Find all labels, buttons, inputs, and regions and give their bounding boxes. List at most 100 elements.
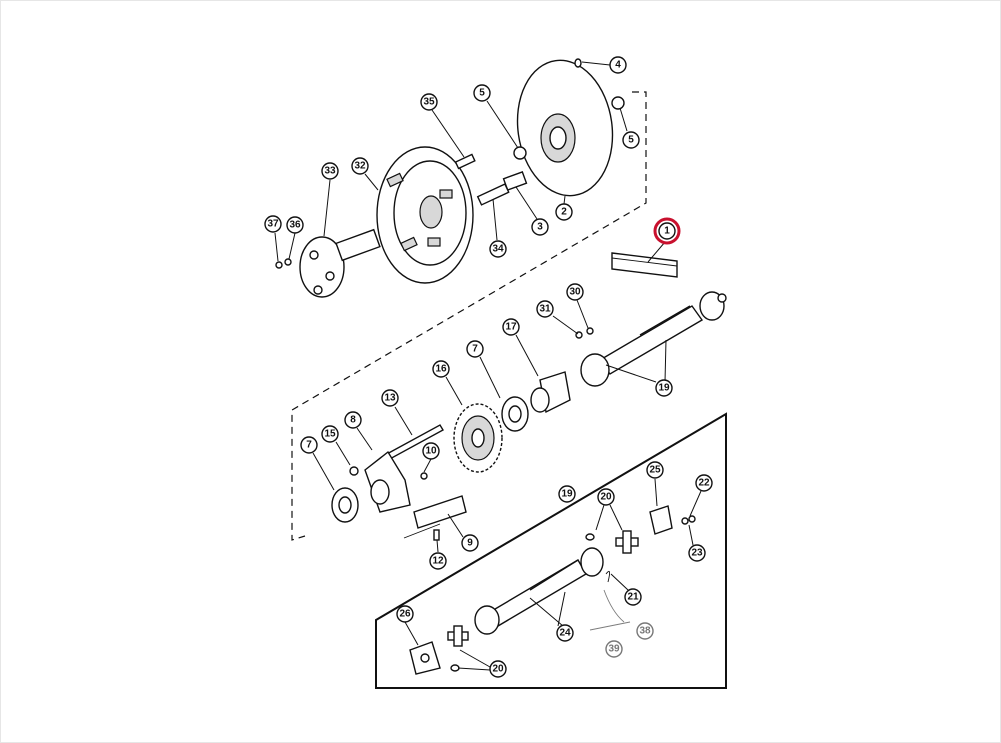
universal-joint-cross-part [447,625,469,647]
svg-text:19: 19 [658,383,670,394]
callout-38: 38 [636,622,654,640]
svg-text:8: 8 [350,415,356,426]
callout-10: 10 [422,442,440,460]
sprocket-plate-part [376,146,474,284]
svg-text:4: 4 [615,60,621,71]
callout-3: 3 [531,218,549,236]
svg-text:2: 2 [561,207,567,218]
flange-yoke-part [409,641,441,675]
callout-39: 39 [605,640,623,658]
svg-text:17: 17 [505,322,517,333]
callout-7: 7 [466,340,484,358]
washer-part [688,515,696,523]
svg-text:15: 15 [324,429,336,440]
pin-part [476,183,510,206]
callout-37: 37 [264,215,282,233]
callout-32: 32 [351,157,369,175]
nut-part [349,466,359,476]
callout-15: 15 [321,425,339,443]
svg-text:36: 36 [289,220,301,231]
callout-8: 8 [344,411,362,429]
upper-assembly-dashed-boundary [291,91,647,541]
callout-24: 24 [556,624,574,642]
callout-22: 22 [695,474,713,492]
clip-part [420,472,428,480]
svg-text:9: 9 [467,538,473,549]
callout-16: 16 [432,360,450,378]
svg-text:37: 37 [267,219,279,230]
svg-text:32: 32 [354,161,366,172]
callout-2: 2 [555,203,573,221]
svg-text:23: 23 [691,548,703,559]
callout-20: 20 [489,660,507,678]
callout-19: 19 [655,379,673,397]
o-ring-part [513,146,527,160]
svg-text:25: 25 [649,465,661,476]
callout-30: 30 [566,283,584,301]
sprocket-part [453,403,503,473]
svg-text:24: 24 [559,628,571,639]
bolt-part [454,153,476,170]
svg-text:19: 19 [561,489,573,500]
svg-text:31: 31 [539,304,551,315]
svg-text:39: 39 [608,644,620,655]
o-ring-part [611,96,625,110]
callout-23: 23 [688,544,706,562]
callout-36: 36 [286,216,304,234]
callout-4: 4 [609,56,627,74]
universal-joint-cross-part [615,530,639,554]
wear-strip-part [403,495,467,539]
svg-text:33: 33 [324,166,336,177]
svg-text:5: 5 [628,135,634,146]
nut-part [681,517,689,525]
callout-33: 33 [321,162,339,180]
callout-35: 35 [420,93,438,111]
nut-part [275,261,283,269]
inset-detail-frame [375,412,727,689]
tensioner-arm-part [364,450,411,513]
pin-part [574,58,582,68]
callout-7: 7 [300,436,318,454]
svg-text:38: 38 [639,626,651,637]
svg-text:13: 13 [384,393,396,404]
svg-text:16: 16 [435,364,447,375]
svg-text:35: 35 [423,97,435,108]
snap-ring-part [605,570,611,583]
lower-drive-shaft-part [474,547,604,635]
key-part [611,252,678,278]
callout-31: 31 [536,300,554,318]
callout-13: 13 [381,389,399,407]
callout-21: 21 [624,588,642,606]
svg-text:5: 5 [479,88,485,99]
washer-part [284,258,292,266]
svg-text:10: 10 [425,446,437,457]
yoke-part [649,505,673,535]
svg-text:21: 21 [627,592,639,603]
svg-text:26: 26 [399,609,411,620]
bearing-flange-part [530,371,571,414]
svg-text:3: 3 [537,222,543,233]
callout-20: 20 [597,488,615,506]
callout-9: 9 [461,534,479,552]
bearing-cap-part [450,664,460,672]
callout-25: 25 [646,461,664,479]
callout-19: 19 [558,485,576,503]
shield-part [589,589,631,631]
callout-34: 34 [489,240,507,258]
drive-shaft-part [580,291,727,387]
callout-1-highlighted: 1 [653,217,681,245]
svg-text:12: 12 [432,556,444,567]
svg-text:7: 7 [306,440,312,451]
bearing-cap-part [585,533,595,541]
svg-text:20: 20 [492,664,504,675]
callout-5: 5 [622,131,640,149]
disc-part [516,59,614,197]
seal-part [331,487,359,523]
svg-text:7: 7 [472,344,478,355]
svg-text:30: 30 [569,287,581,298]
callout-5: 5 [473,84,491,102]
svg-text:22: 22 [698,478,710,489]
screw-part [433,529,440,541]
